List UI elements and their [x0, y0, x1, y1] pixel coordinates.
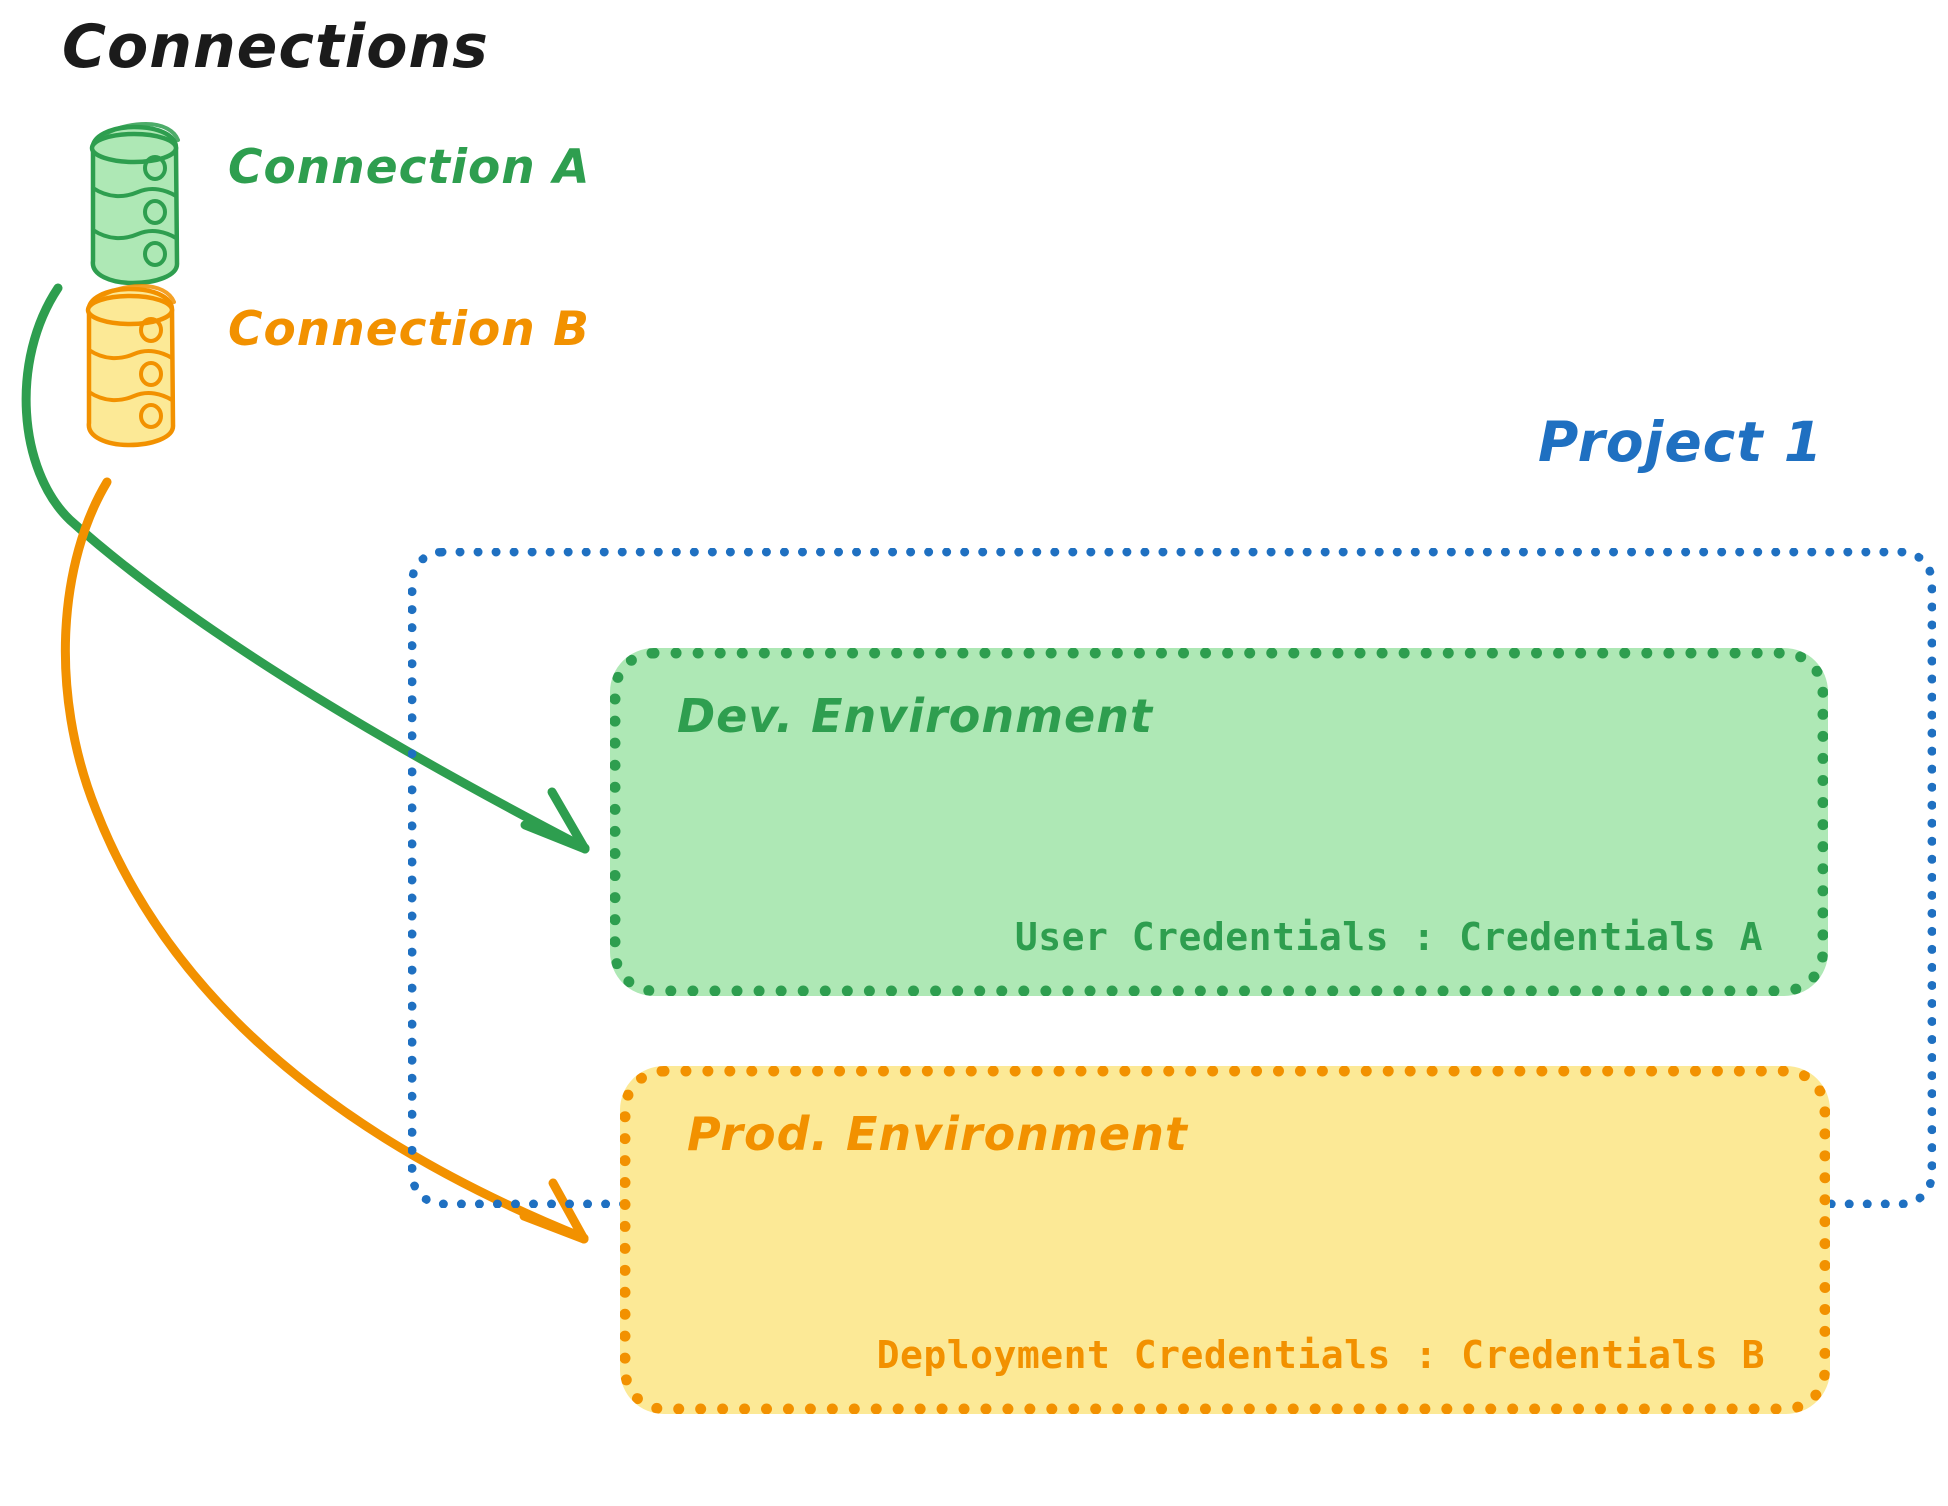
project-title: Project 1 [1538, 410, 1823, 474]
page-title: Connections [62, 12, 489, 82]
prod-environment-credentials: Deployment Credentials : Credentials B [876, 1333, 1765, 1377]
connection-b-label: Connection B [228, 302, 590, 357]
arrow-connection-b-to-prod [60, 477, 589, 1244]
dev-environment-credentials: User Credentials : Credentials A [1014, 915, 1763, 959]
arrow-connection-a-to-dev [21, 283, 590, 854]
database-cylinder-icon [89, 121, 180, 286]
prod-environment-title: Prod. Environment [687, 1107, 1188, 1161]
connection-a-label: Connection A [228, 140, 591, 195]
database-cylinder-icon [85, 283, 176, 448]
prod-environment-box: Prod. Environment Deployment Credentials… [620, 1066, 1830, 1414]
dev-environment-box: Dev. Environment User Credentials : Cred… [610, 648, 1828, 996]
dev-environment-title: Dev. Environment [677, 689, 1153, 743]
